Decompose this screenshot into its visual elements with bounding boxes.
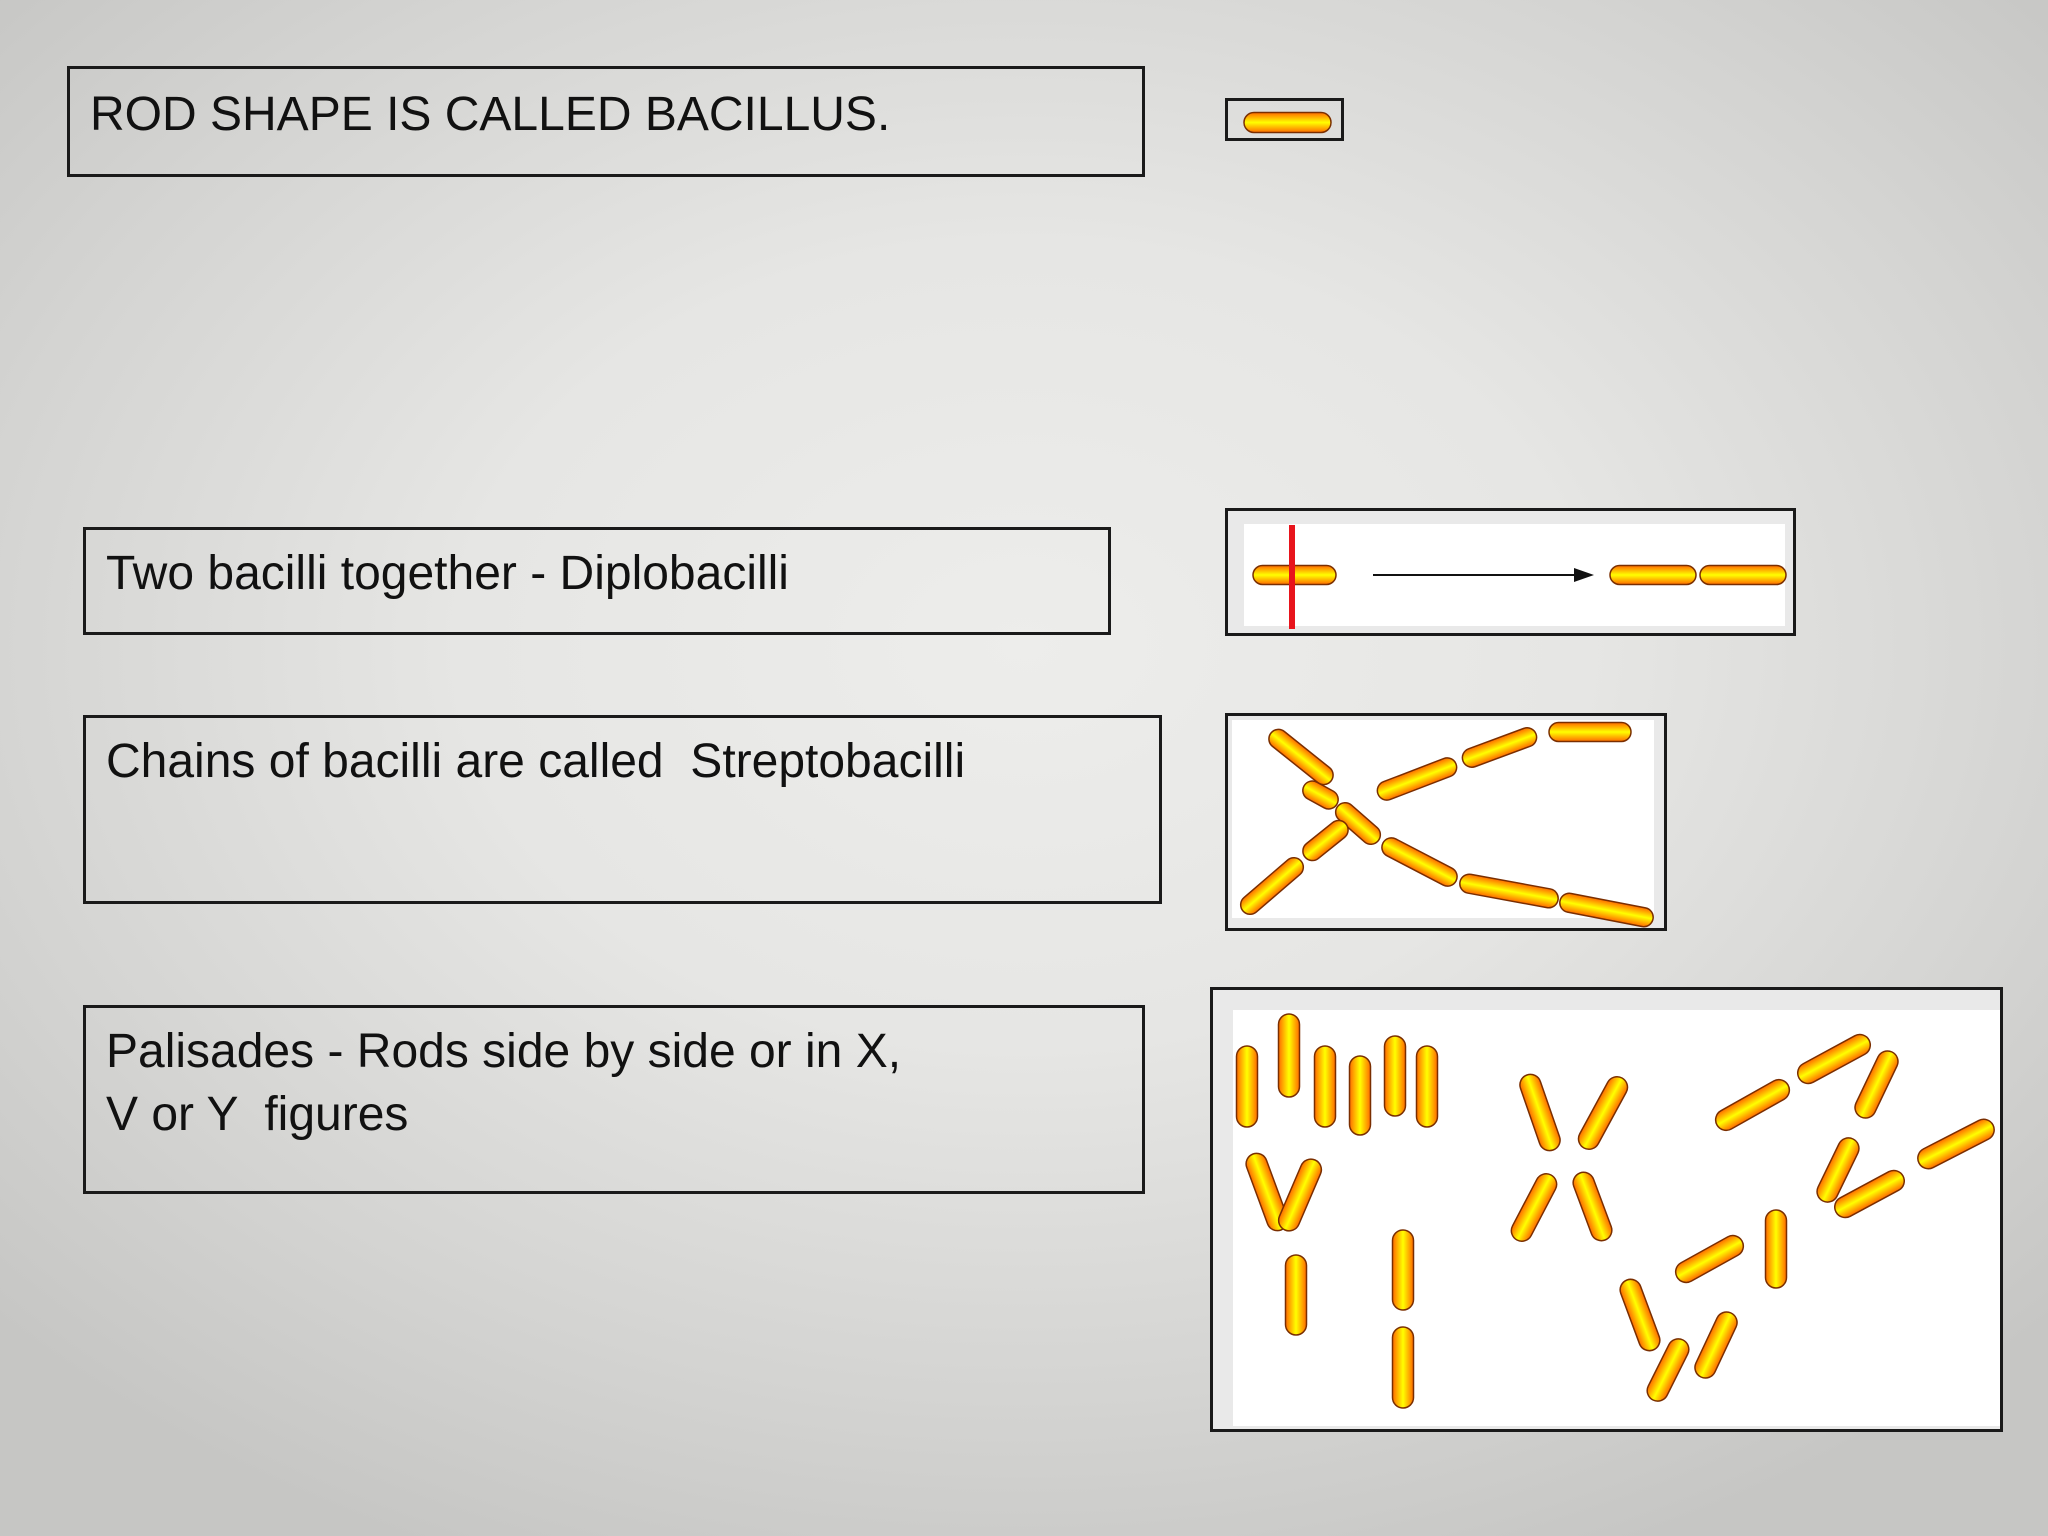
rod-shape xyxy=(1833,1169,1906,1219)
scatter-rod xyxy=(1854,1050,1899,1119)
single-bacillus-figure xyxy=(1225,98,1344,141)
rod-shape xyxy=(1461,727,1538,768)
rod-shape xyxy=(1313,1045,1337,1128)
streptobacilli-caption: Chains of bacilli are called Streptobaci… xyxy=(106,735,966,788)
chain-b-rod xyxy=(1376,757,1458,801)
stacked-rod xyxy=(1391,1229,1415,1311)
bacillus-caption-box: ROD SHAPE IS CALLED BACILLUS. xyxy=(67,66,1145,177)
rod-shape xyxy=(1243,111,1332,134)
arrow-head-icon xyxy=(1574,568,1594,582)
rod-shape xyxy=(1277,1158,1323,1232)
scatter-rod xyxy=(1714,1078,1791,1132)
scatter-rod xyxy=(1646,1338,1690,1402)
diplo-rod-right xyxy=(1699,564,1787,586)
chain-a-rod xyxy=(1268,728,1334,786)
v-figure-rod xyxy=(1284,1254,1308,1336)
rod-shape xyxy=(1348,1055,1372,1136)
rod-shape xyxy=(1609,564,1697,586)
rod-shape xyxy=(1235,1045,1259,1128)
rod-shape xyxy=(1383,1035,1407,1117)
rod-shape xyxy=(1548,721,1632,743)
rod-shape xyxy=(1577,1075,1629,1151)
diplobacilli-svg xyxy=(1244,524,1787,629)
palisades-caption-box: Palisades - Rods side by side or in X, V… xyxy=(83,1005,1145,1194)
diplobacilli-caption-box: Two bacilli together - Diplobacilli xyxy=(83,527,1111,635)
palisade-rod xyxy=(1383,1035,1407,1117)
x-figure-rod xyxy=(1577,1075,1629,1151)
palisades-figure xyxy=(1210,987,2003,1432)
rod-shape xyxy=(1917,1118,1995,1170)
scatter-rod xyxy=(1674,1234,1745,1284)
rod-shape xyxy=(1714,1078,1791,1132)
rod-shape xyxy=(1519,1073,1561,1152)
v-figure-rod xyxy=(1277,1158,1323,1232)
rod-shape xyxy=(1619,1278,1661,1352)
palisade-rod xyxy=(1415,1045,1439,1128)
rod-shape xyxy=(1694,1311,1738,1379)
palisades-caption-line-1: Palisades - Rods side by side or in X, xyxy=(106,1025,902,1078)
rod-shape xyxy=(1459,873,1559,909)
single-bacillus-svg xyxy=(1243,111,1332,134)
streptobacilli-figure xyxy=(1225,713,1667,931)
palisade-rod xyxy=(1235,1045,1259,1128)
scatter-rod xyxy=(1694,1311,1738,1379)
streptobacilli-svg xyxy=(1232,720,1654,928)
palisades-caption-line-2: V or Y figures xyxy=(106,1088,409,1142)
palisades-svg xyxy=(1233,1010,2000,1426)
stacked-rod xyxy=(1391,1326,1415,1409)
scatter-rod xyxy=(1917,1118,1995,1170)
rod-shape xyxy=(1334,802,1382,845)
rod-shape xyxy=(1854,1050,1899,1119)
scatter-rod xyxy=(1619,1278,1661,1352)
rod-shape xyxy=(1646,1338,1690,1402)
scatter-rod xyxy=(1796,1033,1872,1085)
rod-shape xyxy=(1391,1326,1415,1409)
rod-shape xyxy=(1302,819,1349,862)
rod-shape xyxy=(1277,1013,1301,1098)
chain-b-rod xyxy=(1239,856,1305,916)
bacillus-caption: ROD SHAPE IS CALLED BACILLUS. xyxy=(90,88,891,141)
chain-a-rod xyxy=(1459,873,1559,909)
rod-shape xyxy=(1381,837,1458,887)
chain-b-rod xyxy=(1302,819,1349,862)
x-figure-rod xyxy=(1519,1073,1561,1152)
chain-b-rod xyxy=(1548,721,1632,743)
rod-shape xyxy=(1510,1173,1558,1242)
rod-shape xyxy=(1415,1045,1439,1128)
chain-a-rod xyxy=(1559,892,1654,928)
scatter-rod xyxy=(1816,1137,1860,1203)
palisade-rod xyxy=(1348,1055,1372,1136)
rod-shape xyxy=(1376,757,1458,801)
rod-shape xyxy=(1302,780,1339,810)
diplo-rod-left xyxy=(1609,564,1697,586)
rod-shape xyxy=(1674,1234,1745,1284)
rod-shape xyxy=(1572,1171,1613,1242)
rod-shape xyxy=(1699,564,1787,586)
rod-shape xyxy=(1764,1209,1788,1289)
rod-shape xyxy=(1816,1137,1860,1203)
scatter-rod xyxy=(1833,1169,1906,1219)
rod-shape xyxy=(1239,856,1305,916)
rod-shape xyxy=(1391,1229,1415,1311)
palisade-rod xyxy=(1277,1013,1301,1098)
x-figure-rod xyxy=(1572,1171,1613,1242)
diplobacilli-figure xyxy=(1225,508,1796,636)
diplobacilli-caption: Two bacilli together - Diplobacilli xyxy=(106,547,789,600)
chain-a-rod xyxy=(1381,837,1458,887)
rod-shape xyxy=(1559,892,1654,928)
chain-b-rod xyxy=(1461,727,1538,768)
rod-shape xyxy=(1245,1152,1289,1232)
chain-a-rod xyxy=(1334,802,1382,845)
scatter-rod xyxy=(1764,1209,1788,1289)
rod-shape xyxy=(1796,1033,1872,1085)
bacillus-rod xyxy=(1243,111,1332,134)
chain-a-rod xyxy=(1302,780,1339,810)
rod-shape xyxy=(1284,1254,1308,1336)
palisade-rod xyxy=(1313,1045,1337,1128)
v-figure-rod xyxy=(1245,1152,1289,1232)
streptobacilli-caption-box: Chains of bacilli are called Streptobaci… xyxy=(83,715,1162,904)
x-figure-rod xyxy=(1510,1173,1558,1242)
rod-shape xyxy=(1268,728,1334,786)
